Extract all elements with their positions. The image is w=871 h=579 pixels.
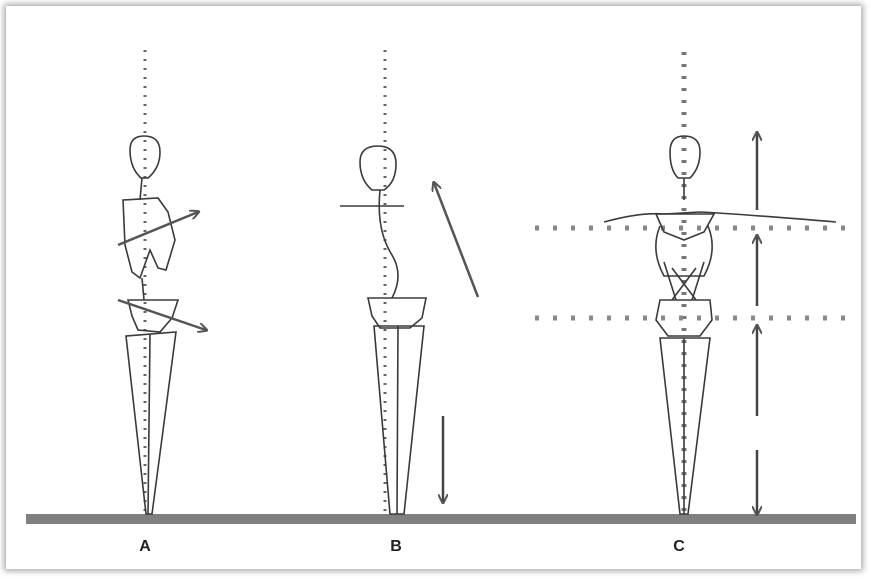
upward-arrow-b bbox=[434, 183, 478, 297]
legs-b bbox=[374, 326, 424, 514]
torso-a bbox=[123, 198, 175, 278]
legs-a bbox=[126, 332, 176, 514]
label-c: C bbox=[664, 538, 694, 556]
figure-c bbox=[535, 52, 850, 514]
label-b: B bbox=[381, 538, 411, 556]
label-a: A bbox=[130, 538, 160, 556]
pelvis-b bbox=[368, 298, 426, 328]
head-a bbox=[130, 136, 160, 178]
shoulder-rotation-arrow bbox=[118, 212, 198, 245]
ground-line bbox=[26, 514, 856, 524]
head-c bbox=[670, 136, 700, 178]
figure-b bbox=[340, 50, 478, 514]
head-b bbox=[360, 146, 396, 190]
arms-c bbox=[604, 212, 836, 222]
figure-a bbox=[118, 50, 206, 514]
